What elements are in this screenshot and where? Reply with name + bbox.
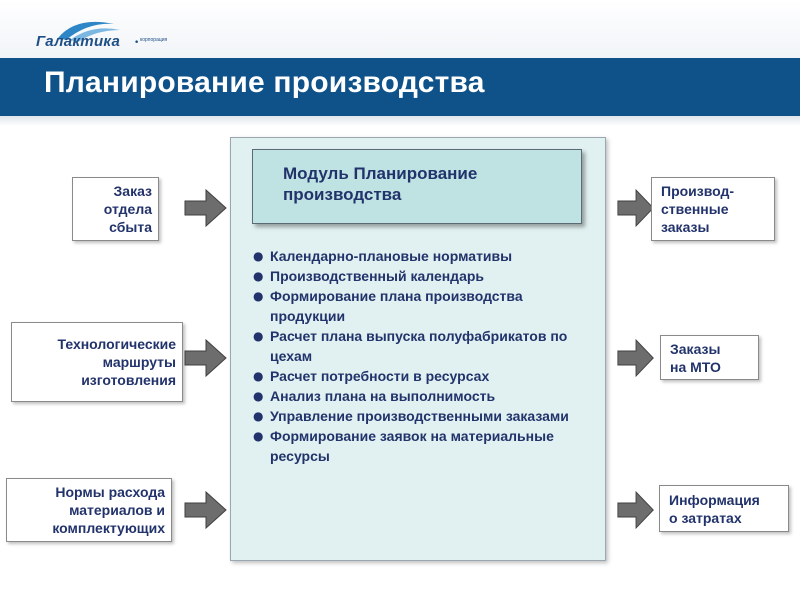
logo-swoosh-icon xyxy=(58,21,120,42)
list-item: ● Анализ плана на выполнимость xyxy=(253,386,598,406)
output-arrow-3-icon xyxy=(617,490,654,530)
list-item-text: Производственный календарь xyxy=(270,268,485,284)
module-title: Модуль Планирование производства xyxy=(283,164,478,204)
output-mto-orders-label: Заказы на МТО xyxy=(670,340,721,375)
output-arrow-2-icon xyxy=(617,338,654,378)
bullet-icon: ● xyxy=(253,269,264,283)
logo-subtitle: корпорация xyxy=(140,37,168,43)
input-arrow-3-icon xyxy=(184,490,227,530)
list-item: ● Календарно-плановые нормативы xyxy=(253,246,598,266)
list-item-text: Управление производственными заказами xyxy=(270,408,569,424)
list-item-text: Расчет плана выпуска полуфабрикатов по ц… xyxy=(270,328,568,364)
input-material-norms-label: Нормы расхода материалов и комплектующих xyxy=(52,484,165,536)
output-mto-orders: Заказы на МТО xyxy=(660,335,759,380)
input-arrow-1-icon xyxy=(184,188,227,228)
list-item-text: Анализ плана на выполнимость xyxy=(270,388,496,404)
module-function-list: ● Календарно-плановые нормативы ● Производ… xyxy=(253,246,598,466)
output-cost-info: Информация о затратах xyxy=(659,485,789,532)
bullet-icon: ● xyxy=(253,369,264,383)
output-arrow-1-icon xyxy=(617,188,654,228)
list-item: ● Расчет потребности в ресурсах xyxy=(253,366,598,386)
bullet-icon: ● xyxy=(253,329,264,343)
input-arrow-2-icon xyxy=(184,338,227,378)
list-item: ● Расчет плана выпуска полуфабрикатов по … xyxy=(253,326,598,366)
output-production-orders: Производ- ственные заказы xyxy=(651,177,775,241)
list-item-text: Формирование заявок на материальные ресу… xyxy=(270,428,554,464)
list-item: ● Формирование заявок на материальные рес… xyxy=(253,426,598,466)
output-cost-info-label: Информация о затратах xyxy=(669,491,760,526)
bullet-icon: ● xyxy=(253,389,264,403)
list-item-text: Формирование плана производства продукци… xyxy=(270,288,523,324)
bullet-icon: ● xyxy=(253,289,264,303)
list-item: ● Управление производственными заказами xyxy=(253,406,598,426)
logo-dot: • xyxy=(134,38,140,48)
list-item-text: Расчет потребности в ресурсах xyxy=(270,368,490,384)
header-band: Галактика • корпорация xyxy=(0,0,800,58)
bullet-icon: ● xyxy=(253,249,264,263)
title-shadow xyxy=(0,116,800,126)
list-item: ● Производственный календарь xyxy=(253,266,598,286)
bullet-icon: ● xyxy=(253,409,264,423)
input-routings: Технологические маршруты изготовления xyxy=(11,322,183,402)
title-bar: Планирование производства xyxy=(0,58,800,116)
logo-text: Галактика xyxy=(36,33,121,50)
output-production-orders-label: Производ- ственные заказы xyxy=(661,183,735,235)
page-title: Планирование производства xyxy=(44,66,485,99)
galaktika-logo: Галактика • корпорация xyxy=(36,18,176,52)
planning-module-panel: Модуль Планирование производства ● Календ… xyxy=(230,137,606,561)
module-header: Модуль Планирование производства xyxy=(252,149,582,224)
input-sales-order: Заказ отдела сбыта xyxy=(72,177,159,241)
input-material-norms: Нормы расхода материалов и комплектующих xyxy=(6,478,172,542)
list-item: ● Формирование плана производства продукц… xyxy=(253,286,598,326)
bullet-icon: ● xyxy=(253,429,264,443)
input-sales-order-label: Заказ отдела сбыта xyxy=(103,183,152,235)
input-routings-label: Технологические маршруты изготовления xyxy=(57,336,176,388)
list-item-text: Календарно-плановые нормативы xyxy=(270,248,513,264)
